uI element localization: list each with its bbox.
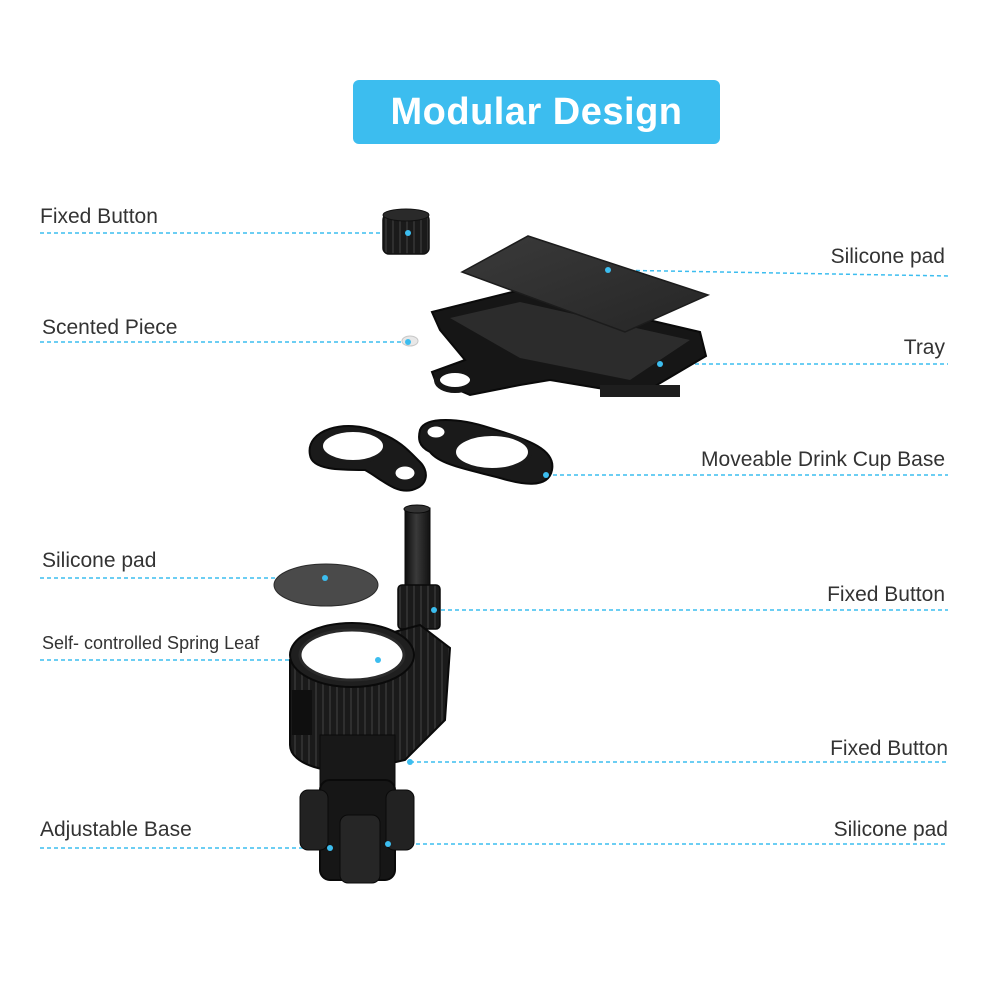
label-cup-base: Moveable Drink Cup Base [701,448,945,471]
cup-holder-body-part [289,622,452,796]
label-silicone-pad-bottom: Silicone pad [833,818,948,841]
label-silicone-pad-top: Silicone pad [830,245,945,268]
label-scented-piece: Scented Piece [42,316,178,339]
stem-part [397,504,441,630]
title-banner: Modular Design [353,80,720,144]
silicone-pad-left-part [273,563,379,607]
label-fixed-button-right-1: Fixed Button [827,583,945,606]
leader-dots [322,230,663,851]
label-spring-leaf: Self- controlled Spring Leaf [42,633,260,653]
tray-part [430,288,708,397]
label-fixed-button-right-2: Fixed Button [830,737,948,760]
label-tray: Tray [903,336,945,359]
leader-silicone-pad-top [607,269,949,277]
label-silicone-pad-left: Silicone pad [42,549,157,572]
label-fixed-button-left: Fixed Button [40,205,158,228]
page-title: Modular Design [390,90,683,133]
label-adjustable-base: Adjustable Base [40,818,192,841]
cup-base-part [308,419,554,492]
adjustable-base-part [299,779,415,884]
silicone-pad-top-part [460,235,711,333]
